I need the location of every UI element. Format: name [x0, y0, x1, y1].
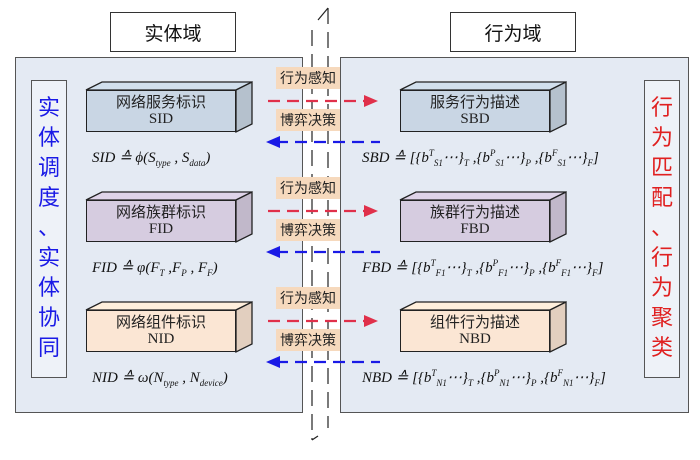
box-label: 组件行为描述 [429, 313, 520, 331]
box-abbr: SBD [460, 111, 490, 127]
box-side-face [235, 190, 253, 244]
box-side-face [235, 300, 253, 354]
perception-arrowhead [364, 95, 378, 107]
sidebar-char: 类 [650, 336, 673, 361]
entity-formula: SID ≙ ϕ(Stype , Sdata) [92, 150, 211, 168]
box-abbr: SID [148, 111, 174, 127]
entity-scheduling-sidebar: 实体调度、实体协同 [31, 80, 67, 378]
entity-formula: NID ≙ ω(Ntype , Ndevice) [92, 370, 228, 388]
box-abbr: NBD [459, 331, 491, 347]
divider-bottom-hook [311, 435, 319, 441]
box-3d-faces [399, 300, 567, 354]
entity-formula: FID ≙ φ(FT ,FP , FF) [92, 260, 218, 278]
game-decision-label: 博弈决策 [276, 329, 340, 351]
divider-top-hook [317, 7, 329, 21]
sidebar-char: 聚 [650, 306, 673, 331]
decision-arrowhead [266, 246, 280, 258]
box-abbr: NID [147, 331, 175, 347]
sidebar-char: 、 [650, 216, 673, 241]
sidebar-char: 行 [650, 96, 673, 121]
sidebar-char: 实 [37, 96, 60, 121]
behavior-perception-label: 行为感知 [276, 177, 340, 199]
behavior-domain-title: 行为域 [484, 22, 542, 45]
decision-arrowhead [266, 136, 280, 148]
box-side-face [235, 80, 253, 134]
sidebar-char: 匹 [650, 156, 673, 181]
sidebar-char: 体 [37, 276, 60, 301]
decision-arrowhead [266, 356, 280, 368]
perception-arrowhead [364, 315, 378, 327]
box-label: 网络组件标识 [115, 313, 206, 331]
sidebar-char: 配 [650, 186, 673, 211]
sidebar-char: 协 [37, 306, 60, 331]
sidebar-char: 体 [37, 126, 60, 151]
box-abbr: FID [148, 221, 174, 237]
box-label: 网络族群标识 [115, 203, 206, 221]
box-label: 族群行为描述 [429, 203, 520, 221]
sidebar-char: 为 [650, 276, 673, 301]
box-side-face [549, 190, 567, 244]
box-label: 网络服务标识 [115, 93, 206, 111]
game-decision-label: 博弈决策 [276, 109, 340, 131]
sidebar-char: 为 [650, 126, 673, 151]
sidebar-char: 、 [37, 216, 60, 241]
behavior-formula: SBD ≙ [{bTS1⋯}T ,{bPS1⋯}P ,{bFS1⋯}F] [362, 148, 599, 168]
sidebar-char: 同 [37, 336, 60, 361]
behavior-formula: NBD ≙ [{bTN1⋯}T ,{bPN1⋯}P ,{bFN1⋯}F] [362, 368, 606, 388]
sidebar-char: 行 [650, 246, 673, 271]
behavior-perception-label: 行为感知 [276, 287, 340, 309]
behavior-matching-sidebar: 行为匹配、行为聚类 [644, 80, 680, 378]
behavior-formula: FBD ≙ [{bTF1⋯}T ,{bPF1⋯}P ,{bFF1⋯}F] [362, 258, 604, 278]
sidebar-char: 调 [37, 156, 60, 181]
sidebar-char: 度 [37, 186, 60, 211]
box-side-face [549, 80, 567, 134]
box-side-face [549, 300, 567, 354]
box-label: 服务行为描述 [429, 93, 520, 111]
box-abbr: FBD [460, 221, 490, 237]
game-decision-label: 博弈决策 [276, 219, 340, 241]
behavior-perception-label: 行为感知 [276, 67, 340, 89]
box-3d-faces [85, 190, 253, 244]
sidebar-char: 实 [37, 246, 60, 271]
perception-arrowhead [364, 205, 378, 217]
behavior-domain-header: 行为域 [450, 12, 576, 52]
entity-domain-header: 实体域 [110, 12, 236, 52]
entity-domain-title: 实体域 [144, 22, 202, 45]
